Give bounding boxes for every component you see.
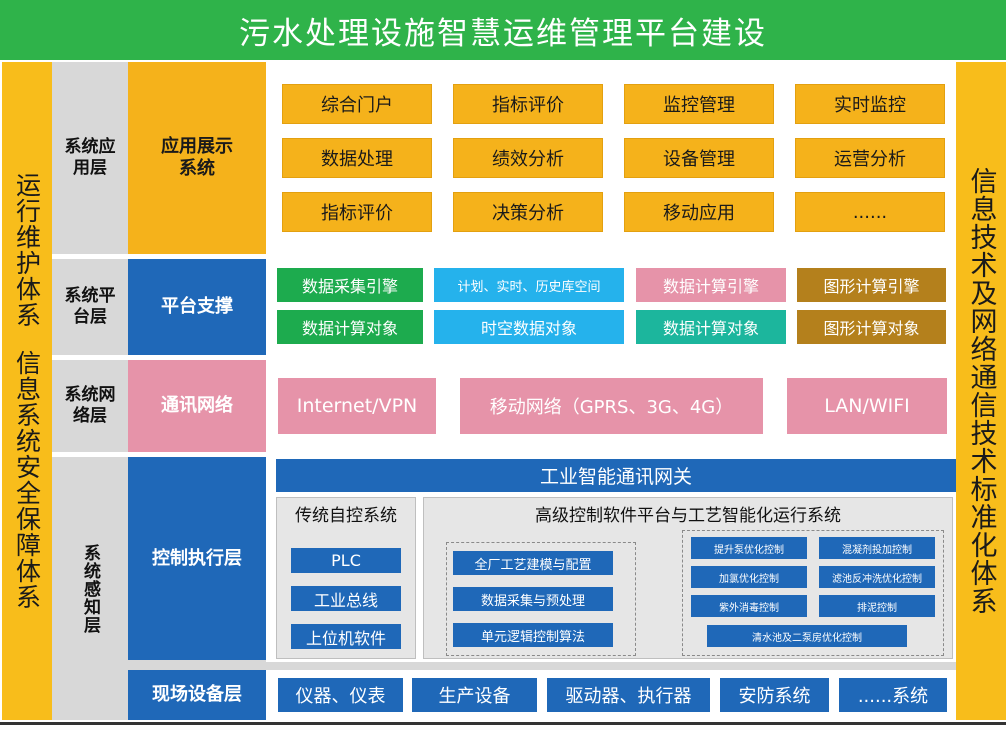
traditional-system-panel: 传统自控系统 PLC 工业总线 上位机软件 — [276, 497, 416, 659]
perception-layer-label: 系统感知层 — [52, 457, 128, 720]
traditional-item: 工业总线 — [291, 586, 401, 611]
field-item: 生产设备 — [412, 678, 537, 712]
network-layer-label: 系统网络层 — [52, 360, 128, 452]
modeling-group: 全厂工艺建模与配置 数据采集与预处理 单元逻辑控制算法 — [446, 542, 636, 656]
modeling-item: 单元逻辑控制算法 — [453, 623, 613, 647]
traditional-item: 上位机软件 — [291, 624, 401, 649]
optimization-group: 提升泵优化控制 混凝剂投加控制 加氯优化控制 滤池反冲洗优化控制 紫外消毒控制 … — [682, 530, 944, 656]
optimization-item: 紫外消毒控制 — [691, 595, 807, 617]
platform-item: 图形计算对象 — [797, 310, 946, 344]
network-item: Internet/VPN — [278, 378, 436, 434]
app-item: 指标评价 — [282, 192, 432, 232]
control-subsystem: 控制执行层 — [128, 457, 266, 660]
network-panel: Internet/VPN 移动网络（GPRS、3G、4G） LAN/WIFI — [266, 360, 956, 452]
right-pillar: 信息技术及网络通信技术标准化体系 — [956, 62, 1006, 720]
standards-system-label: 信息技术及网络通信技术标准化体系 — [965, 167, 997, 615]
advanced-system-panel: 高级控制软件平台与工艺智能化运行系统 全厂工艺建模与配置 数据采集与预处理 单元… — [423, 497, 953, 659]
security-assurance-system-label: 信息系统安全保障体系 — [12, 350, 42, 610]
ops-maintenance-system-label: 运行维护体系 — [12, 172, 42, 328]
platform-item: 图形计算引擎 — [797, 268, 946, 302]
optimization-item: 提升泵优化控制 — [691, 537, 807, 559]
platform-item: 数据计算对象 — [636, 310, 786, 344]
modeling-item: 数据采集与预处理 — [453, 587, 613, 611]
application-layer-label: 系统应用层 — [52, 62, 128, 254]
network-item: 移动网络（GPRS、3G、4G） — [460, 378, 763, 434]
platform-item: 数据计算对象 — [277, 310, 423, 344]
perception-layer-text: 系统感知层 — [80, 543, 100, 634]
app-item: 监控管理 — [624, 84, 774, 124]
app-item: 运营分析 — [795, 138, 945, 178]
optimization-item: 混凝剂投加控制 — [819, 537, 935, 559]
field-item: 仪器、仪表 — [278, 678, 403, 712]
app-item: ...... — [795, 192, 945, 232]
field-subsystem: 现场设备层 — [128, 670, 266, 720]
platform-panel: 数据采集引擎 计划、实时、历史库空间 数据计算引擎 图形计算引擎 数据计算对象 … — [266, 259, 956, 355]
network-subsystem: 通讯网络 — [128, 360, 266, 452]
left-pillar: 运行维护体系 信息系统安全保障体系 — [2, 62, 52, 720]
app-item: 决策分析 — [453, 192, 603, 232]
app-item: 绩效分析 — [453, 138, 603, 178]
gateway-bar: 工业智能通讯网关 — [276, 459, 956, 492]
field-panel: 仪器、仪表 生产设备 驱动器、执行器 安防系统 ......系统 — [266, 670, 956, 720]
field-item: ......系统 — [839, 678, 947, 712]
platform-item: 计划、实时、历史库空间 — [434, 268, 624, 302]
optimization-item: 清水池及二泵房优化控制 — [707, 625, 907, 647]
app-item: 指标评价 — [453, 84, 603, 124]
page-title: 污水处理设施智慧运维管理平台建设 — [0, 0, 1006, 60]
advanced-system-title: 高级控制软件平台与工艺智能化运行系统 — [535, 505, 841, 526]
modeling-item: 全厂工艺建模与配置 — [453, 551, 613, 575]
application-panel: 综合门户 指标评价 监控管理 实时监控 数据处理 绩效分析 设备管理 运营分析 … — [266, 62, 956, 254]
application-subsystem: 应用展示系统 — [128, 62, 266, 254]
bottom-divider — [0, 722, 1006, 725]
app-item: 实时监控 — [795, 84, 945, 124]
field-item: 安防系统 — [720, 678, 829, 712]
traditional-item: PLC — [291, 548, 401, 573]
control-panel: 工业智能通讯网关 传统自控系统 PLC 工业总线 上位机软件 高级控制软件平台与… — [266, 457, 956, 662]
optimization-item: 加氯优化控制 — [691, 566, 807, 588]
platform-item: 数据采集引擎 — [277, 268, 423, 302]
app-item: 数据处理 — [282, 138, 432, 178]
optimization-item: 排泥控制 — [819, 595, 935, 617]
network-item: LAN/WIFI — [787, 378, 947, 434]
platform-layer-label: 系统平台层 — [52, 259, 128, 355]
app-item: 设备管理 — [624, 138, 774, 178]
platform-item: 时空数据对象 — [434, 310, 624, 344]
field-item: 驱动器、执行器 — [547, 678, 710, 712]
platform-subsystem: 平台支撑 — [128, 259, 266, 355]
platform-item: 数据计算引擎 — [636, 268, 786, 302]
app-item: 综合门户 — [282, 84, 432, 124]
app-item: 移动应用 — [624, 192, 774, 232]
optimization-item: 滤池反冲洗优化控制 — [819, 566, 935, 588]
traditional-system-title: 传统自控系统 — [295, 505, 397, 526]
